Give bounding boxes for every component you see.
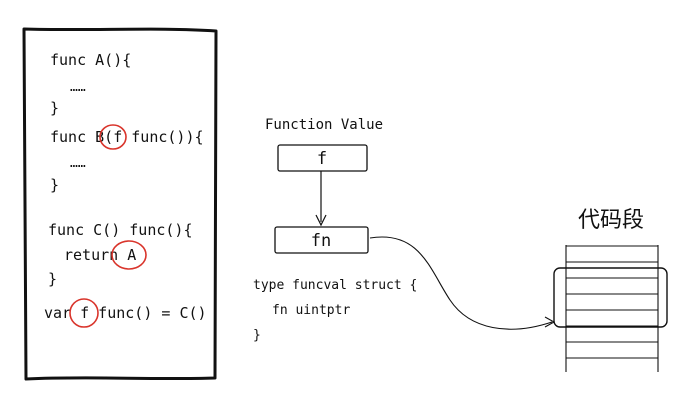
struct-line: type funcval struct { <box>253 278 417 293</box>
code-line: } <box>48 270 57 288</box>
code-line: var f func() = C() <box>44 304 207 322</box>
code-segment: 代码段 <box>553 208 668 372</box>
code-line: …… <box>70 80 86 95</box>
box-fn-label: fn <box>311 231 331 251</box>
code-line: func C() func(){ <box>48 221 193 239</box>
function-value-structure: Function Value f fn type funcval struct … <box>253 117 556 343</box>
code-line: return A <box>64 246 136 264</box>
highlight-circle <box>99 124 127 150</box>
code-panel-frame <box>22 27 218 381</box>
code-line: } <box>50 99 59 117</box>
arrow-head <box>315 214 327 227</box>
box-fn <box>274 226 369 254</box>
highlight-circle <box>69 298 99 328</box>
function-value-title: Function Value <box>265 117 383 133</box>
code-panel: func A(){ …… } func B(f func()){ …… } fu… <box>22 27 218 381</box>
highlight-circle <box>111 240 147 270</box>
box-f <box>277 144 368 172</box>
function-code-region <box>553 267 668 328</box>
arrow-head <box>544 316 556 328</box>
code-line: …… <box>70 156 86 171</box>
code-segment-label: 代码段 <box>578 208 644 233</box>
box-f-label: f <box>317 149 327 169</box>
struct-line: fn uintptr <box>272 303 350 318</box>
struct-line: } <box>253 328 261 343</box>
code-pointer-curve <box>369 236 553 330</box>
code-line: func A(){ <box>50 51 131 69</box>
code-line: } <box>50 176 59 194</box>
